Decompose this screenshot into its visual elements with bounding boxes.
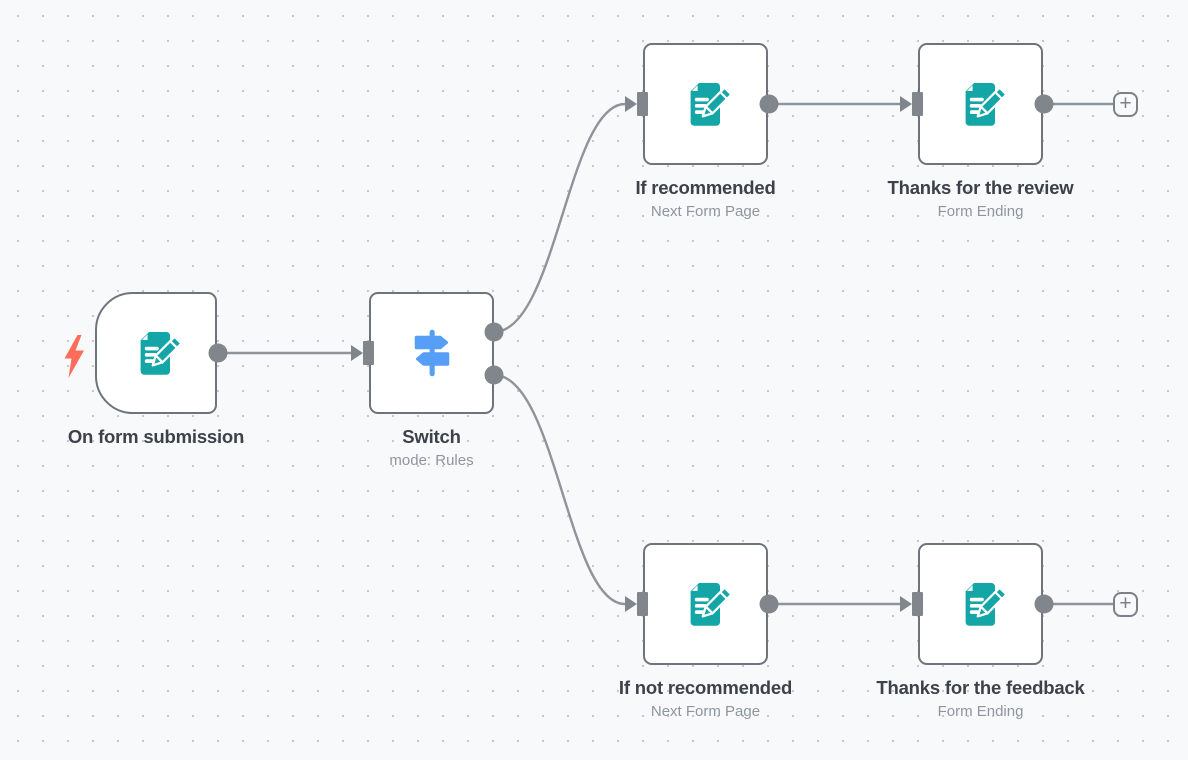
input-port-thanks-feedback[interactable] [912, 592, 923, 616]
input-port-thanks-review[interactable] [912, 92, 923, 116]
output-port-thanks-review[interactable] [1034, 94, 1054, 114]
connection-switch-to-if-not-recommended[interactable] [493, 373, 626, 606]
connection-arrow-icon [900, 596, 912, 612]
input-port-switch[interactable] [363, 341, 374, 365]
node-sublabel: Next Form Page [650, 703, 761, 721]
node-sublabel: Next Form Page [650, 203, 761, 221]
connection-arrow-icon [625, 96, 637, 112]
node-label: Thanks for the review [887, 177, 1074, 198]
form-pencil-icon [965, 583, 1008, 626]
plus-icon: + [1119, 592, 1132, 615]
signpost-icon [414, 329, 449, 377]
node-thanks-for-the-feedback[interactable]: Thanks for the feedback Form Ending [876, 543, 1085, 720]
node-if-not-recommended[interactable]: If not recommended Next Form Page [619, 543, 792, 720]
output-port-trigger[interactable] [208, 343, 228, 363]
node-body[interactable] [95, 292, 217, 414]
node-body[interactable] [643, 543, 768, 665]
input-port-if-not-recommended[interactable] [637, 592, 648, 616]
node-label: Switch [402, 426, 461, 447]
node-caption: If recommended Next Form Page [635, 176, 775, 221]
form-pencil-icon [690, 83, 733, 126]
plus-icon: + [1119, 92, 1132, 115]
connection-arrow-icon [900, 96, 912, 112]
output-port-switch-1[interactable] [484, 322, 504, 342]
node-sublabel: mode: Rules [389, 452, 474, 470]
node-body[interactable] [918, 43, 1043, 165]
node-if-recommended[interactable]: If recommended Next Form Page [635, 43, 776, 220]
node-caption: On form submission [68, 425, 244, 448]
node-caption: Switch mode: Rules [389, 425, 473, 470]
output-port-switch-2[interactable] [484, 365, 504, 385]
node-sublabel: Form Ending [937, 203, 1024, 221]
form-pencil-icon [965, 83, 1008, 126]
node-on-form-submission[interactable]: On form submission [68, 292, 244, 447]
add-node-button-bottom[interactable]: + [1113, 592, 1138, 617]
output-port-if-recommended[interactable] [759, 94, 779, 114]
node-body[interactable] [643, 43, 768, 165]
connection-switch-to-if-recommended[interactable] [493, 102, 626, 334]
lightning-trigger-icon [64, 335, 84, 378]
node-label: If not recommended [618, 677, 793, 698]
node-caption: Thanks for the feedback Form Ending [876, 676, 1084, 721]
node-thanks-for-the-review[interactable]: Thanks for the review Form Ending [888, 43, 1074, 220]
node-caption: Thanks for the review Form Ending [888, 176, 1074, 221]
node-body[interactable] [369, 292, 494, 414]
node-body[interactable] [918, 543, 1043, 665]
input-port-if-recommended[interactable] [637, 92, 648, 116]
node-sublabel: Form Ending [937, 703, 1024, 721]
output-port-thanks-feedback[interactable] [1034, 594, 1054, 614]
node-label: If recommended [635, 177, 776, 198]
connection-arrow-icon [625, 596, 637, 612]
output-port-if-not-recommended[interactable] [759, 594, 779, 614]
node-label: Thanks for the feedback [876, 677, 1085, 698]
connection-arrow-icon [351, 345, 363, 361]
node-label: On form submission [67, 426, 245, 447]
form-pencil-icon [690, 583, 733, 626]
add-node-button-top[interactable]: + [1113, 92, 1138, 117]
form-pencil-icon [140, 332, 183, 375]
node-switch[interactable]: Switch mode: Rules [369, 292, 494, 469]
node-caption: If not recommended Next Form Page [619, 676, 792, 721]
